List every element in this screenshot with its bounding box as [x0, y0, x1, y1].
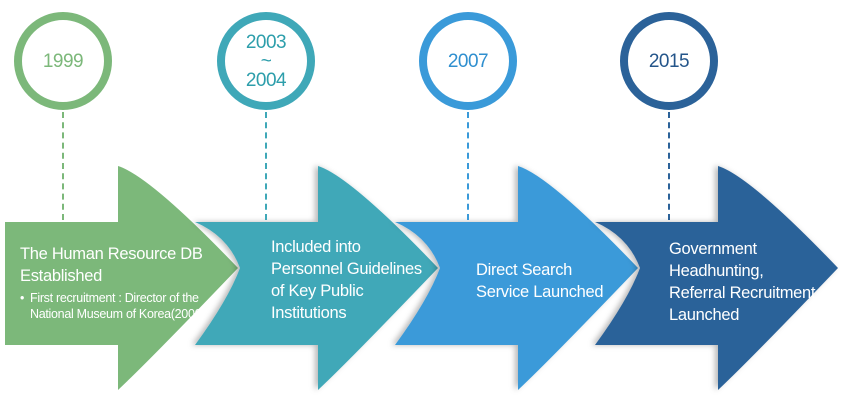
step-4-line-2: Headhunting, [669, 262, 764, 280]
timeline-arrow-2 [195, 166, 438, 390]
bullet-marker: • [20, 291, 25, 305]
step-1-bullet: • First recruitment : Director of the Na… [20, 290, 205, 322]
year-circle-2003-2004: 2003 ~ 2004 [217, 12, 315, 110]
bullet-line-1: First recruitment : Director of the [30, 291, 199, 305]
connector-line-2015 [668, 112, 670, 220]
year-circle-1999: 1999 [14, 12, 112, 110]
connector-line-2007 [467, 112, 469, 220]
step-3-line-2: Service Launched [476, 283, 604, 301]
year-label: 2007 [447, 50, 489, 72]
year-label-start: 2003 [245, 31, 287, 53]
step-2-line-2: Personnel Guidelines [271, 260, 422, 278]
year-label: 1999 [42, 50, 84, 72]
timeline-arrow-1 [5, 166, 238, 390]
bullet-line-2: National Museum of Korea(2000) [30, 307, 206, 321]
connector-line-1999 [62, 112, 64, 220]
step-1-title-line-2: Established [20, 267, 103, 285]
year-label-end: 2004 [245, 69, 287, 91]
step-2-text: Included into Personnel Guidelines of Ke… [271, 236, 422, 324]
step-3-text: Direct Search Service Launched [476, 259, 604, 303]
year-circle-2015: 2015 [620, 12, 718, 110]
timeline-arrow-4 [595, 166, 838, 390]
year-circle-2007: 2007 [419, 12, 517, 110]
step-1-title-line-1: The Human Resource DB [20, 245, 203, 263]
step-4-line-4: Launched [669, 306, 740, 324]
step-4-line-3: Referral Recruitment [669, 284, 816, 302]
step-3-line-1: Direct Search [476, 261, 573, 279]
timeline-arrow-3 [395, 166, 638, 390]
year-label-tilde: ~ [260, 50, 272, 72]
step-4-text: Government Headhunting, Referral Recruit… [669, 238, 816, 326]
step-4-line-1: Government [669, 240, 757, 258]
year-label: 2015 [648, 50, 690, 72]
step-1-text: The Human Resource DB Established • Firs… [20, 243, 205, 322]
step-2-line-4: Institutions [271, 304, 347, 322]
step-2-line-1: Included into [271, 238, 361, 256]
step-2-line-3: of Key Public [271, 282, 364, 300]
connector-line-2003-2004 [265, 112, 267, 220]
